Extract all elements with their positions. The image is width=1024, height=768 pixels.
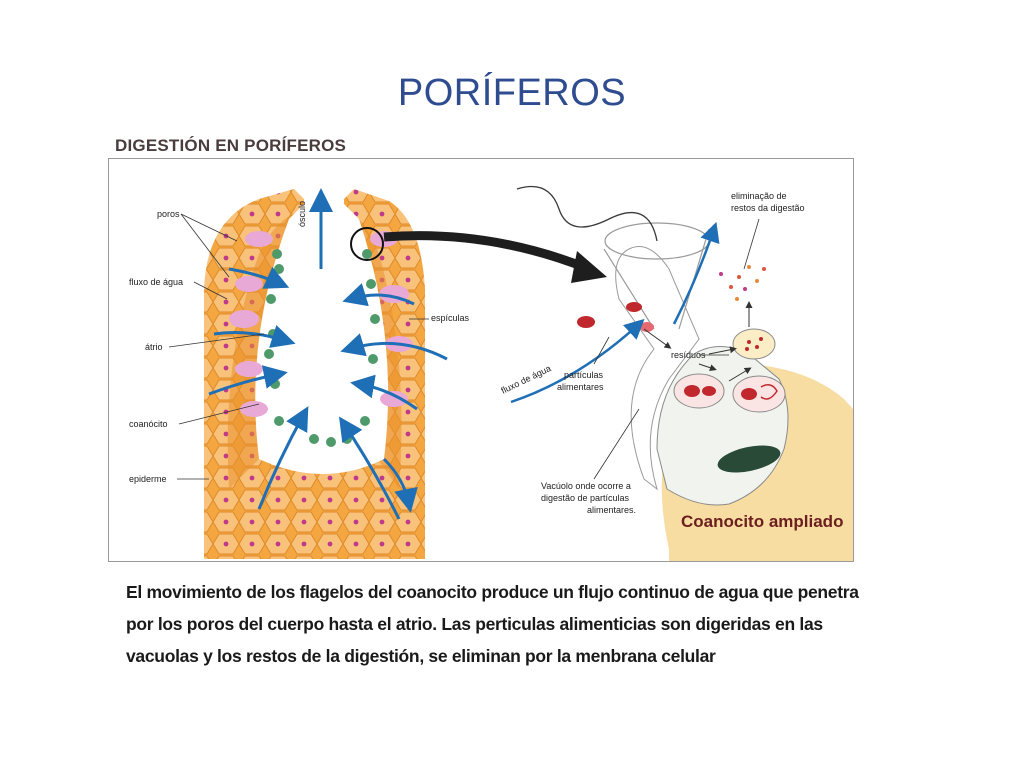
label-espiculas: espículas — [431, 313, 470, 323]
label-eliminacao-2: restos da digestão — [731, 203, 805, 213]
label-vacuolo-1: Vacúolo onde ocorre a — [541, 481, 631, 491]
magnify-arrow — [383, 231, 591, 274]
magnify-circle — [350, 227, 384, 261]
figure-heading: DIGESTIÓN EN PORÍFEROS — [115, 136, 347, 155]
label-poros: poros — [157, 209, 180, 219]
nucleus — [717, 445, 781, 473]
label-particulas-1: partículas — [564, 370, 604, 380]
internal-arrows — [643, 301, 753, 382]
choanocyte-cell — [516, 185, 853, 561]
label-atrio: átrio — [145, 342, 163, 352]
caption-line-3: vacuolas y los restos de la digestión, s… — [126, 646, 716, 666]
vacuoles — [673, 328, 786, 413]
figure-caption: El movimiento de los flagelos del coanoc… — [126, 576, 859, 672]
choanocyte-water-arrows — [510, 221, 720, 404]
sponge-digestion-diagram: poros fluxo de água átrio coanócito epid… — [129, 185, 853, 561]
water-flow-arrows — [208, 266, 448, 520]
label-osculo: ósculo — [297, 201, 307, 227]
label-coanocito-ampliado: Coanocito ampliado — [681, 512, 843, 531]
label-fluxo-agua-2: fluxo de água — [499, 363, 552, 396]
food-particles — [577, 302, 654, 332]
slide-title: PORÍFEROS — [397, 72, 627, 114]
label-vacuolo-3: alimentares. — [587, 505, 636, 515]
flagellum — [516, 185, 658, 242]
figure-frame: poros fluxo de água átrio coanócito epid… — [108, 158, 854, 562]
label-eliminacao-1: eliminação de — [731, 191, 787, 201]
label-vacuolo-2: digestão de partículas — [541, 493, 630, 503]
caption-line-1: El movimiento de los flagelos del coanoc… — [126, 582, 859, 602]
label-residuos: resíduos — [671, 350, 706, 360]
right-leader-lines — [593, 218, 760, 480]
label-fluxo-agua: fluxo de água — [129, 277, 183, 287]
label-coanocito: coanócito — [129, 419, 168, 429]
caption-line-2: por los poros del cuerpo hasta el atrio.… — [126, 614, 823, 634]
label-particulas-2: alimentares — [557, 382, 604, 392]
magnify-arrow-head — [571, 251, 607, 283]
label-epiderme: epiderme — [129, 474, 167, 484]
left-leader-lines — [168, 213, 429, 480]
excretion-spray — [719, 265, 766, 301]
